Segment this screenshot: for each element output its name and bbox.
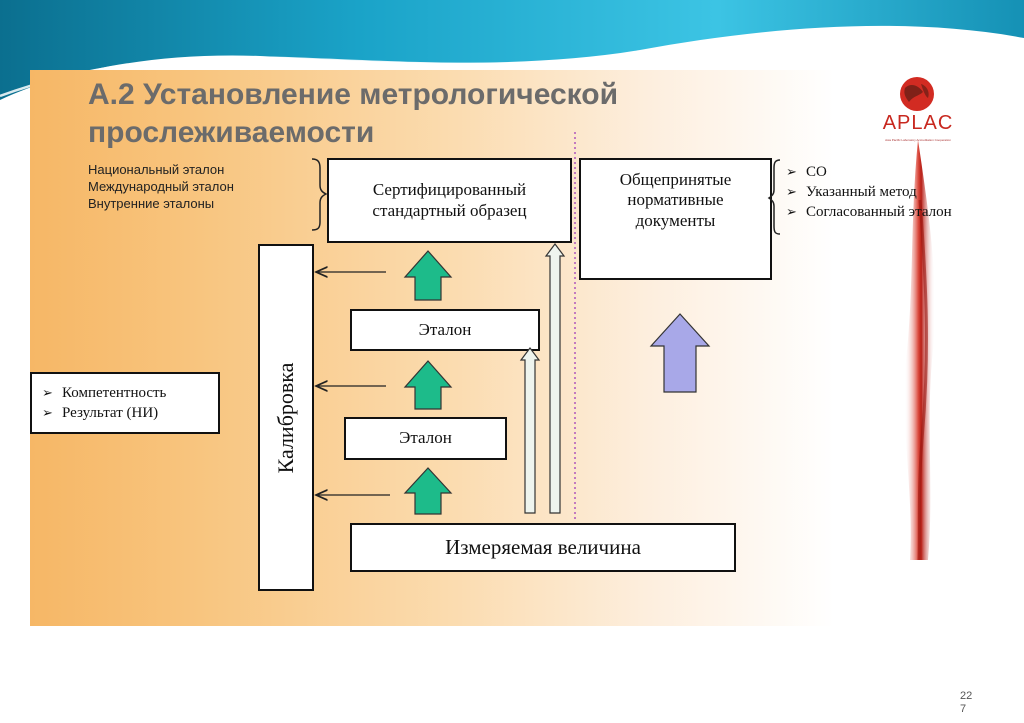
etalon-lower-label: Эталон	[399, 428, 452, 448]
globe-icon	[900, 77, 934, 111]
methods-bullet-list: СО Указанный метод Согласованный эталон	[786, 162, 976, 222]
standards-list-item: Международный эталон	[88, 179, 234, 194]
methods-bullet-item: Согласованный эталон	[786, 202, 976, 222]
methods-bullet-item: СО	[786, 162, 976, 182]
red-flame-decoration	[904, 140, 935, 560]
standards-list-item: Национальный эталон	[88, 162, 225, 177]
standards-brace	[311, 158, 328, 231]
hollow-up-arrow	[544, 243, 566, 514]
competence-result-item: Результат (НИ)	[42, 403, 166, 423]
standards-list: Национальный эталон Международный эталон…	[88, 161, 328, 212]
normative-documents-box: Общепринятые нормативные документы	[579, 158, 772, 280]
purple-up-arrow	[649, 313, 711, 393]
diagram-arrows-layer	[311, 132, 781, 520]
competence-result-list: Компетентность Результат (НИ)	[42, 383, 166, 423]
page-number: 22 7	[960, 690, 973, 715]
green-up-arrow	[403, 250, 453, 301]
etalon-upper-box: Эталон	[350, 309, 540, 351]
normative-documents-label: Общепринятые нормативные документы	[619, 170, 732, 230]
green-up-arrow	[403, 467, 453, 515]
certified-reference-material-label: Сертифицированный стандартный образец	[372, 180, 527, 220]
methods-brace	[767, 159, 781, 235]
hollow-up-arrow	[519, 347, 541, 514]
aplac-logo-text: APLAC	[882, 112, 954, 134]
slide-title: А.2 Установление метрологической прослеж…	[88, 78, 619, 149]
methods-bullet-item: Указанный метод	[786, 182, 976, 202]
measurand-label: Измеряемая величина	[445, 534, 641, 559]
etalon-upper-label: Эталон	[418, 319, 472, 339]
measurand-box: Измеряемая величина	[350, 523, 736, 572]
slide-panel: А.2 Установление метрологической прослеж…	[30, 70, 976, 626]
green-up-arrow	[403, 360, 453, 410]
etalon-lower-box: Эталон	[344, 417, 507, 460]
calibration-box: Калибровка	[258, 244, 314, 591]
certified-reference-material-box: Сертифицированный стандартный образец	[327, 158, 572, 243]
competence-result-item: Компетентность	[42, 383, 166, 403]
competence-result-box: Компетентность Результат (НИ)	[30, 372, 220, 434]
standards-list-item: Внутренние эталоны	[88, 196, 215, 211]
